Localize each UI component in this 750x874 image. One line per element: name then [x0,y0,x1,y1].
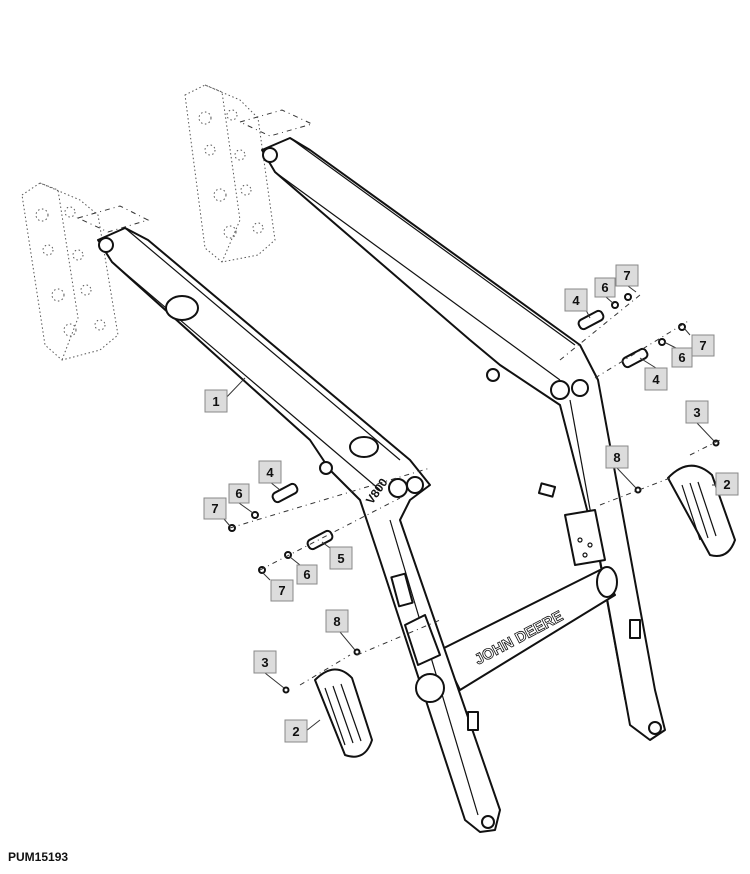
svg-text:7: 7 [699,338,706,353]
callout-2a: 2 [715,472,739,496]
callout-4a: 4 [564,288,588,312]
svg-text:3: 3 [261,655,268,670]
bolt-hardware [282,439,721,694]
callout-3b: 3 [253,650,277,674]
phantom-mount-frame-left [21,182,150,361]
loader-arm-rear [261,137,666,741]
svg-text:8: 8 [333,614,340,629]
svg-text:6: 6 [601,280,608,295]
callout-7b: 7 [691,334,715,357]
svg-text:4: 4 [652,372,660,387]
callout-8a: 8 [605,445,629,469]
cross-tube: JOHN DEERE [439,566,618,691]
callout-5: 5 [329,546,353,570]
callout-1: 1 [204,389,228,413]
callout-4c: 4 [258,460,282,484]
callout-7a: 7 [615,264,639,287]
callout-6b: 6 [671,347,693,368]
svg-text:6: 6 [235,486,242,501]
pin-hardware-left [228,467,431,574]
svg-text:7: 7 [623,268,630,283]
svg-text:7: 7 [211,501,218,516]
svg-text:1: 1 [212,394,219,409]
svg-text:2: 2 [723,477,730,492]
svg-text:4: 4 [266,465,274,480]
callout-7d: 7 [270,579,294,602]
callout-4b: 4 [644,367,668,391]
svg-text:8: 8 [613,450,620,465]
loader-arm-front: V800 [97,227,501,833]
callout-2b: 2 [284,719,308,743]
svg-text:5: 5 [337,551,344,566]
callout-8b: 8 [325,609,349,633]
svg-text:3: 3 [693,405,700,420]
svg-text:7: 7 [278,583,285,598]
callouts: 1 2 2 3 3 4 4 4 5 6 6 6 6 7 7 7 7 8 [203,264,739,743]
foot-pad-right [667,464,736,557]
svg-text:6: 6 [678,350,685,365]
figure-id-label: PUM15193 [8,850,69,864]
svg-text:4: 4 [572,293,580,308]
pin-hardware-upper-right [559,293,691,379]
svg-text:6: 6 [303,567,310,582]
foot-pad-left [314,668,373,758]
phantom-mount-frame-right [184,84,314,263]
callout-3a: 3 [685,400,709,424]
callout-6c: 6 [228,483,250,504]
callout-6a: 6 [594,277,616,298]
callout-6d: 6 [296,564,318,585]
callout-7c: 7 [203,497,227,520]
svg-text:2: 2 [292,724,299,739]
